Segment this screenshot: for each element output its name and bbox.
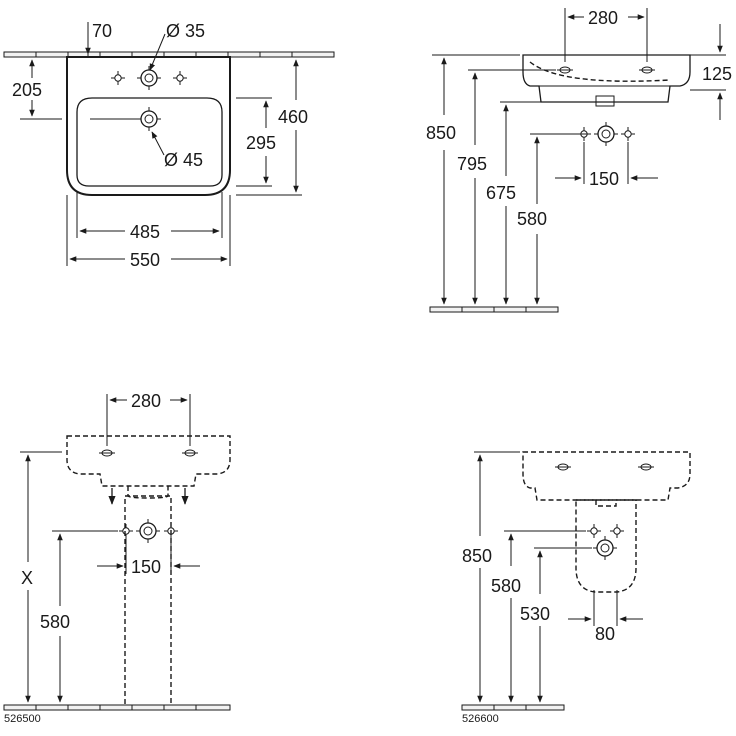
semi-pedestal-view-526600: 850 580 530 80 526600 — [461, 451, 691, 725]
side-tap-hole-icon — [172, 70, 188, 86]
floor-strip-top-right — [429, 306, 559, 313]
tap-hole-icon — [638, 66, 656, 74]
waste-outlet-icon — [135, 518, 161, 544]
dim-205: 205 — [12, 80, 42, 100]
floor-strip-bottom-right — [461, 704, 565, 711]
model-code-526600: 526600 — [462, 713, 499, 725]
dashed-semi-pedestal — [575, 499, 637, 593]
dashed-basin-outline — [66, 435, 231, 487]
dim-80: 80 — [595, 624, 615, 644]
side-basin-outline — [522, 54, 691, 103]
dim-35: Ø 35 — [166, 21, 205, 41]
dim-850: 850 — [426, 123, 456, 143]
side-tap-hole-icon — [620, 126, 636, 142]
side-tap-hole-icon — [110, 70, 126, 86]
dim-580: 580 — [491, 576, 521, 596]
dim-795: 795 — [457, 154, 487, 174]
tap-hole-icon — [556, 66, 574, 74]
waste-outlet-icon — [592, 535, 618, 561]
dim-580: 580 — [517, 209, 547, 229]
dim-70: 70 — [92, 21, 112, 41]
dim-550: 550 — [130, 250, 160, 270]
dim-580: 580 — [40, 612, 70, 632]
tap-hole-icon — [554, 463, 572, 471]
waste-outlet-icon — [593, 121, 619, 147]
tap-hole-icon — [98, 449, 116, 457]
dim-850: 850 — [462, 546, 492, 566]
dim-485: 485 — [130, 222, 160, 242]
dim-675: 675 — [486, 183, 516, 203]
side-view: 280 125 850 795 675 580 — [426, 8, 732, 313]
drain-icon — [136, 106, 162, 132]
dashed-basin-outline — [522, 451, 691, 501]
front-view: 70 Ø 35 205 295 460 Ø 45 485 550 — [3, 21, 335, 270]
floor-strip-bottom-left — [3, 704, 231, 711]
side-tap-hole-icon — [609, 523, 625, 539]
dim-530: 530 — [520, 604, 550, 624]
model-code-526500: 526500 — [4, 713, 41, 725]
dim-460: 460 — [278, 107, 308, 127]
tap-hole-icon — [637, 463, 655, 471]
side-tap-hole-icon — [118, 523, 134, 539]
dim-125: 125 — [702, 64, 732, 84]
dim-150: 150 — [131, 557, 161, 577]
side-tap-hole-icon — [586, 523, 602, 539]
basin-outline — [66, 56, 231, 196]
dim-45: Ø 45 — [164, 150, 203, 170]
dim-x: X — [21, 568, 33, 588]
dim-280: 280 — [588, 8, 618, 28]
dim-295: 295 — [246, 133, 276, 153]
pedestal-view-526500: 280 150 X 580 526500 — [3, 391, 231, 725]
tap-hole-icon — [136, 65, 162, 91]
dim-150: 150 — [589, 169, 619, 189]
tap-hole-icon — [181, 449, 199, 457]
dim-280: 280 — [131, 391, 161, 411]
basin-bowl — [76, 97, 223, 187]
